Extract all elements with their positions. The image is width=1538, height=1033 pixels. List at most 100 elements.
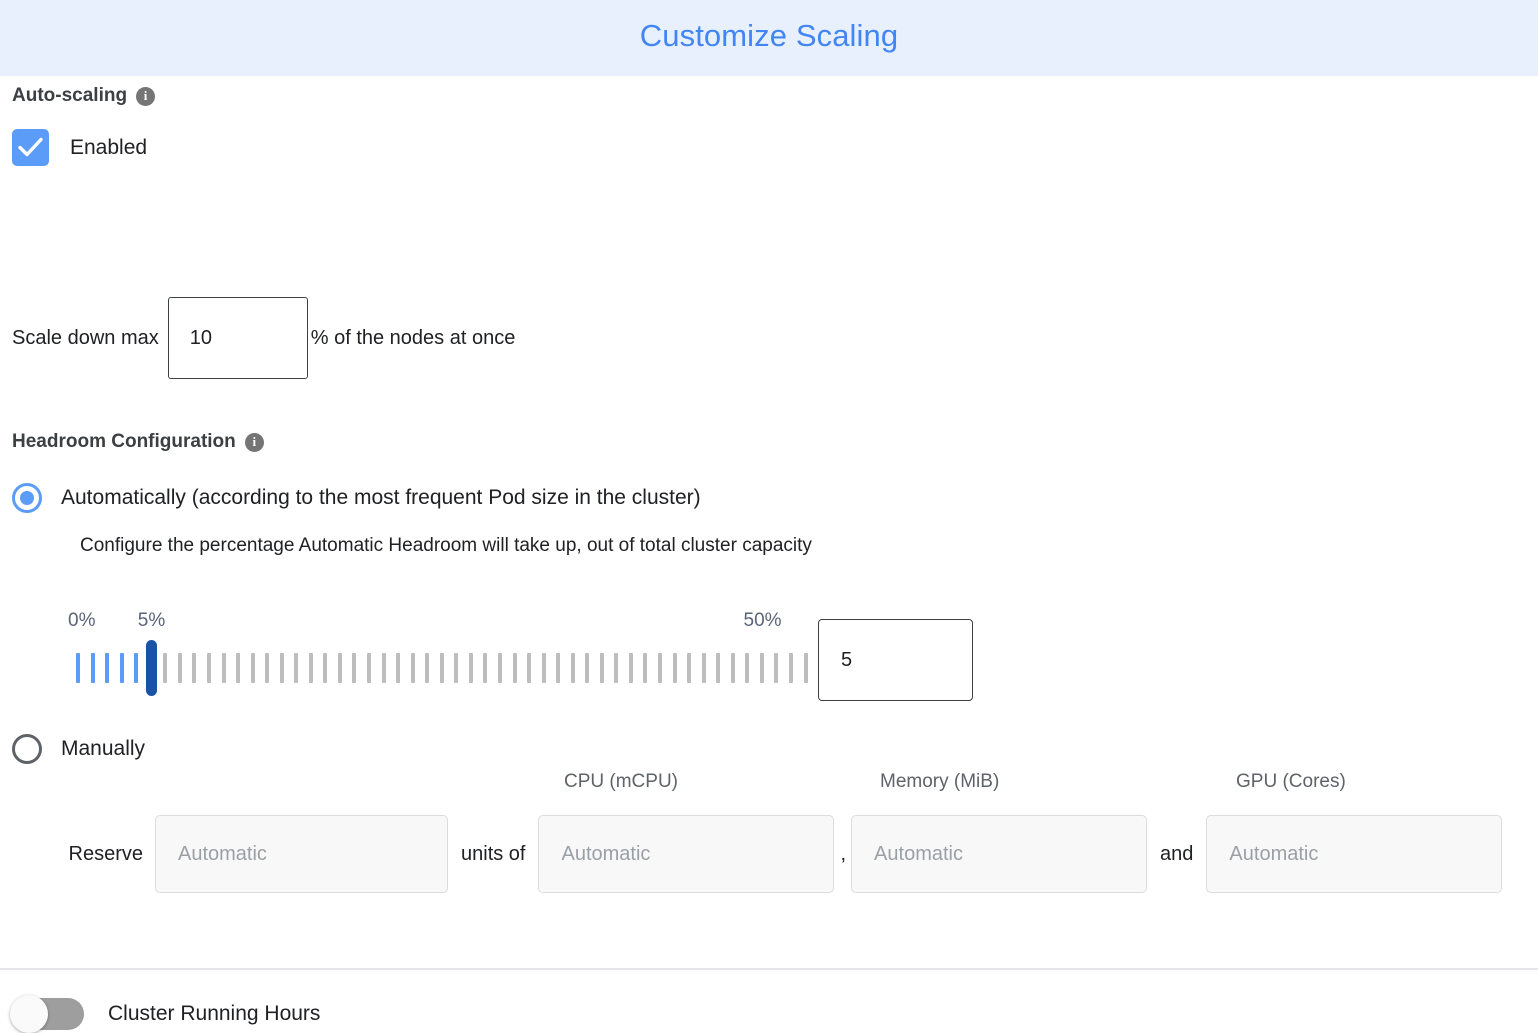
slider-tick[interactable] bbox=[352, 653, 357, 683]
slider-tick[interactable] bbox=[90, 653, 95, 683]
slider-tick[interactable] bbox=[701, 653, 706, 683]
slider-tick[interactable] bbox=[425, 653, 430, 683]
headroom-percentage-input[interactable]: 5 bbox=[818, 619, 973, 701]
cluster-running-hours-label: Cluster Running Hours bbox=[108, 1002, 321, 1025]
reserve-field-headers: CPU (mCPU) Memory (MiB) GPU (Cores) bbox=[12, 771, 1526, 801]
radio-automatic-label: Automatically (according to the most fre… bbox=[61, 486, 701, 509]
slider-tick[interactable] bbox=[628, 653, 633, 683]
slider-tick[interactable] bbox=[658, 653, 662, 683]
scale-down-max-input[interactable]: 10 bbox=[167, 297, 308, 379]
slider-tick[interactable] bbox=[454, 653, 459, 683]
slider-tick[interactable] bbox=[308, 653, 313, 683]
headroom-automatic-row[interactable]: Automatically (according to the most fre… bbox=[12, 483, 812, 513]
cpu-field-header: CPU (mCPU) bbox=[564, 771, 678, 792]
auto-scaling-label: Auto-scaling bbox=[12, 85, 128, 106]
headroom-manual-row[interactable]: Manually bbox=[12, 734, 145, 764]
slider-tick[interactable] bbox=[774, 653, 779, 683]
slider-tick[interactable] bbox=[556, 653, 561, 683]
slider-tick[interactable] bbox=[105, 653, 110, 683]
slider-tick[interactable] bbox=[730, 653, 735, 683]
info-icon-glyph: i bbox=[143, 88, 148, 103]
slider-tick[interactable] bbox=[294, 653, 299, 683]
slider-track[interactable] bbox=[12, 640, 1012, 696]
slider-tick[interactable] bbox=[367, 653, 371, 683]
slider-tick[interactable] bbox=[788, 653, 793, 683]
page-title: Customize Scaling bbox=[639, 18, 899, 53]
reserve-label: Reserve bbox=[68, 842, 143, 865]
slider-tick[interactable] bbox=[643, 653, 648, 683]
slider-tick[interactable] bbox=[381, 653, 386, 683]
auto-scaling-enabled-row[interactable]: Enabled bbox=[12, 129, 155, 166]
scale-down-max-suffix: % of the nodes at once bbox=[310, 326, 516, 349]
slider-tick[interactable] bbox=[76, 653, 80, 683]
info-icon[interactable]: i bbox=[136, 86, 156, 106]
radio-manually-label: Manually bbox=[61, 737, 146, 760]
slider-tick[interactable] bbox=[323, 653, 328, 683]
slider-max-label: 50% bbox=[743, 610, 782, 631]
bottom-divider bbox=[0, 968, 1538, 970]
slider-tick[interactable] bbox=[497, 653, 502, 683]
headroom-description: Configure the percentage Automatic Headr… bbox=[80, 535, 812, 556]
slider-tick[interactable] bbox=[745, 653, 750, 683]
memory-field-header: Memory (MiB) bbox=[880, 771, 1000, 792]
slider-tick[interactable] bbox=[759, 653, 764, 683]
slider-tick[interactable] bbox=[279, 653, 284, 683]
slider-tick[interactable] bbox=[599, 653, 604, 683]
toggle-knob bbox=[10, 995, 48, 1033]
slider-tick[interactable] bbox=[614, 653, 619, 683]
slider-tick[interactable] bbox=[119, 653, 124, 683]
slider-tick[interactable] bbox=[265, 653, 270, 683]
slider-tick[interactable] bbox=[687, 653, 692, 683]
slider-tick[interactable] bbox=[396, 653, 401, 683]
scale-down-max-label: Scale down max bbox=[12, 326, 159, 349]
slider-tick[interactable] bbox=[541, 653, 546, 683]
slider-tick[interactable] bbox=[177, 653, 182, 683]
slider-tick[interactable] bbox=[163, 653, 168, 683]
reserve-memory-input[interactable]: Automatic bbox=[851, 815, 1148, 893]
slider-tick[interactable] bbox=[483, 653, 488, 683]
radio-automatic[interactable] bbox=[12, 483, 42, 513]
headroom-percentage-slider-area: 0% 5% 50% 5 bbox=[12, 610, 1012, 701]
units-of-text: units of bbox=[461, 842, 526, 865]
slider-tick[interactable] bbox=[439, 653, 444, 683]
slider-tick[interactable] bbox=[570, 653, 575, 683]
reserve-gpu-input[interactable]: Automatic bbox=[1206, 815, 1503, 893]
slider-tick[interactable] bbox=[250, 653, 255, 683]
scale-down-max-row: Scale down max 10 % of the nodes at once bbox=[12, 297, 515, 379]
info-icon[interactable]: i bbox=[244, 432, 264, 452]
slider-tick[interactable] bbox=[512, 653, 517, 683]
auto-scaling-section: Auto-scaling i Enabled bbox=[12, 85, 156, 166]
cluster-running-hours-row[interactable]: Cluster Running Hours bbox=[10, 995, 321, 1033]
cluster-running-hours-toggle[interactable] bbox=[10, 995, 84, 1033]
dialog-body: Auto-scaling i Enabled Scale down max 10… bbox=[0, 76, 1538, 1033]
slider-tick[interactable] bbox=[672, 653, 677, 683]
slider-tick[interactable] bbox=[192, 653, 197, 683]
enabled-checkbox[interactable] bbox=[12, 129, 49, 166]
info-icon-glyph: i bbox=[252, 434, 257, 449]
radio-manually[interactable] bbox=[12, 734, 42, 764]
headroom-manual-section: Manually bbox=[12, 734, 145, 764]
slider-tick[interactable] bbox=[134, 653, 139, 683]
slider-tick[interactable] bbox=[803, 653, 808, 683]
dialog-header: Customize Scaling bbox=[0, 0, 1538, 76]
slider-tick[interactable] bbox=[337, 653, 342, 683]
slider-tick[interactable] bbox=[206, 653, 211, 683]
slider-thumb[interactable] bbox=[145, 640, 157, 696]
slider-tick[interactable] bbox=[221, 653, 226, 683]
slider-tick[interactable] bbox=[410, 653, 415, 683]
comma-separator: , bbox=[840, 842, 847, 865]
slider-value-label: 5% bbox=[137, 610, 166, 631]
reserve-cpu-input[interactable]: Automatic bbox=[538, 815, 835, 893]
headroom-label: Headroom Configuration bbox=[12, 431, 236, 452]
enabled-label: Enabled bbox=[70, 135, 148, 159]
headroom-configuration-section: Headroom Configuration i Automatically (… bbox=[12, 431, 812, 557]
slider-tick[interactable] bbox=[468, 653, 473, 683]
slider-tick[interactable] bbox=[527, 653, 532, 683]
slider-tick[interactable] bbox=[585, 653, 590, 683]
checkmark-icon bbox=[18, 137, 43, 157]
gpu-field-header: GPU (Cores) bbox=[1236, 771, 1346, 792]
reserve-quantity-input[interactable]: Automatic bbox=[155, 815, 448, 893]
slider-tick[interactable] bbox=[716, 653, 721, 683]
reserve-row: Reserve Automatic units of Automatic , A… bbox=[12, 815, 1526, 893]
slider-tick[interactable] bbox=[236, 653, 241, 683]
